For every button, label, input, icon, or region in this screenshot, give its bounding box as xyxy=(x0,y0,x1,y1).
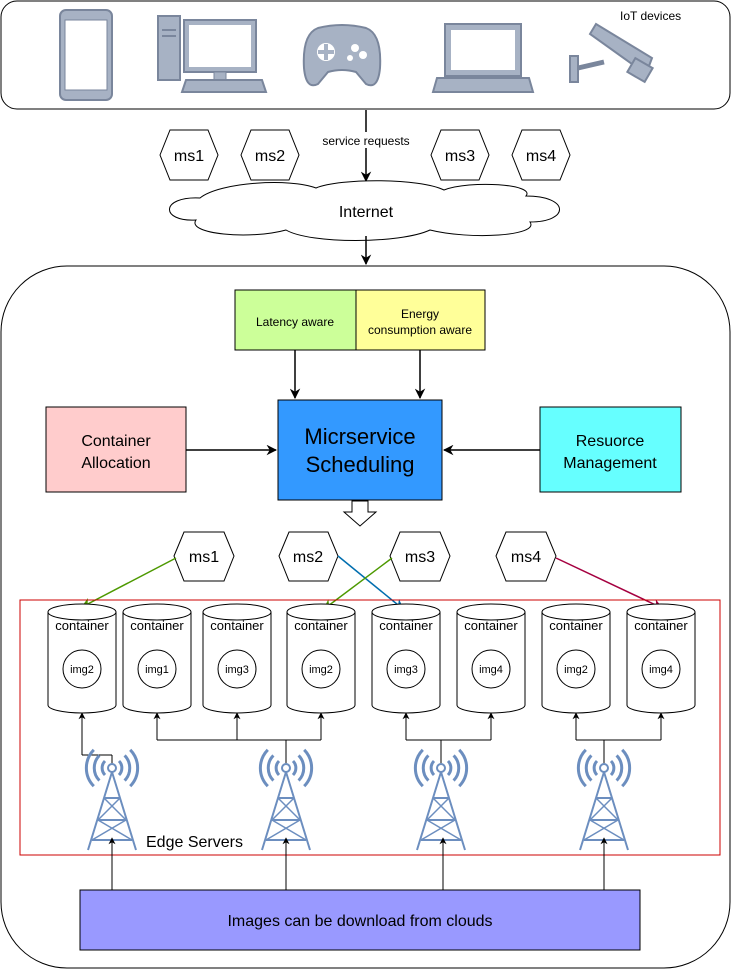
svg-text:Images can be download from cl: Images can be download from clouds xyxy=(227,913,492,930)
svg-text:Resuorce: Resuorce xyxy=(576,433,645,450)
image-circle xyxy=(556,649,596,689)
smartphone-icon xyxy=(59,9,113,101)
radio-tower-icon xyxy=(258,748,314,851)
container-label: container xyxy=(210,618,264,633)
image-circle xyxy=(217,649,257,689)
svg-text:Latency aware: Latency aware xyxy=(256,315,334,329)
edge-servers-label: Edge Servers xyxy=(146,834,243,851)
image-circle xyxy=(386,649,426,689)
image-label: img2 xyxy=(70,664,94,676)
ms-hexagon: ms1 xyxy=(159,129,219,181)
svg-text:Management: Management xyxy=(563,455,657,472)
radio-tower-icon xyxy=(84,748,140,851)
svg-text:Micrservice: Micrservice xyxy=(304,424,415,449)
latency-aware-box: Latency aware xyxy=(234,289,357,351)
energy-aware-box: Energy consumption aware xyxy=(355,289,486,351)
container-label: container xyxy=(294,618,348,633)
image-label: img3 xyxy=(394,664,418,676)
svg-text:ms4: ms4 xyxy=(511,549,541,566)
cloud-to-tower-arrows xyxy=(108,837,608,890)
container-cylinder: container img2 xyxy=(47,603,117,714)
iot-devices-label: IoT devices xyxy=(620,9,681,23)
ms-hexagon: ms2 xyxy=(278,531,339,582)
container-label: container xyxy=(464,618,518,633)
container-cylinder: container img2 xyxy=(286,603,356,714)
container-allocation-box: Container Allocation xyxy=(45,406,187,493)
resource-management-box: Resuorce Management xyxy=(539,406,682,493)
image-circle xyxy=(301,649,341,689)
svg-text:ms1: ms1 xyxy=(189,549,219,566)
svg-text:ms4: ms4 xyxy=(526,148,556,165)
game-controller-icon xyxy=(302,24,382,87)
ms-hexagon: ms4 xyxy=(511,129,571,181)
internet-label: Internet xyxy=(339,204,394,221)
service-requests-label: service requests xyxy=(322,134,409,148)
ms-hexagon: ms3 xyxy=(389,531,451,582)
internet-cloud xyxy=(169,180,560,241)
container-cylinder: container img1 xyxy=(122,603,192,714)
image-label: img4 xyxy=(649,664,673,676)
image-label: img2 xyxy=(309,664,333,676)
desktop-computer-icon xyxy=(157,15,268,93)
ms-hexagon: ms1 xyxy=(173,531,235,582)
svg-text:ms1: ms1 xyxy=(174,148,204,165)
image-label: img1 xyxy=(145,664,169,676)
image-label: img4 xyxy=(479,664,503,676)
cloud-images-bar: Images can be download from clouds xyxy=(79,889,641,951)
container-label: container xyxy=(379,618,433,633)
container-cylinder: container img4 xyxy=(626,603,696,714)
svg-text:ms3: ms3 xyxy=(405,549,435,566)
svg-text:consumption aware: consumption aware xyxy=(368,323,472,337)
microservice-scheduling-box: Micrservice Scheduling xyxy=(277,399,443,501)
image-label: img3 xyxy=(225,664,249,676)
laptop-icon xyxy=(431,23,535,93)
ms-hexagon: ms2 xyxy=(240,129,300,181)
container-label: container xyxy=(634,618,688,633)
radio-tower-icon xyxy=(576,748,632,851)
svg-text:Container: Container xyxy=(81,433,151,450)
image-circle xyxy=(471,649,511,689)
container-label: container xyxy=(549,618,603,633)
ms-hexagon: ms4 xyxy=(495,531,557,582)
svg-text:Allocation: Allocation xyxy=(81,455,150,472)
svg-text:ms3: ms3 xyxy=(445,148,475,165)
image-circle xyxy=(62,649,102,689)
radio-tower-icon xyxy=(413,748,469,851)
dispatch-arrow xyxy=(342,500,378,527)
container-cylinder: container img4 xyxy=(456,603,526,714)
container-row: containerimg2containerimg1containerimg3c… xyxy=(47,603,696,714)
container-label: container xyxy=(55,618,109,633)
svg-text:ms2: ms2 xyxy=(255,148,285,165)
edge-servers-frame xyxy=(19,599,721,856)
container-tower-links xyxy=(78,712,665,765)
container-label: container xyxy=(130,618,184,633)
svg-text:ms2: ms2 xyxy=(293,549,323,566)
ms-hexagon: ms3 xyxy=(430,129,490,181)
image-circle xyxy=(641,649,681,689)
svg-text:Scheduling: Scheduling xyxy=(306,452,415,477)
image-circle xyxy=(137,649,177,689)
container-cylinder: container img3 xyxy=(371,603,441,714)
svg-text:Energy: Energy xyxy=(401,307,439,321)
edge-system-panel xyxy=(0,265,731,969)
ms1-dispatch-arrow xyxy=(81,557,177,608)
security-camera-icon xyxy=(569,22,655,84)
container-cylinder: container img3 xyxy=(202,603,272,714)
image-label: img2 xyxy=(564,664,588,676)
container-cylinder: container img2 xyxy=(541,603,611,714)
